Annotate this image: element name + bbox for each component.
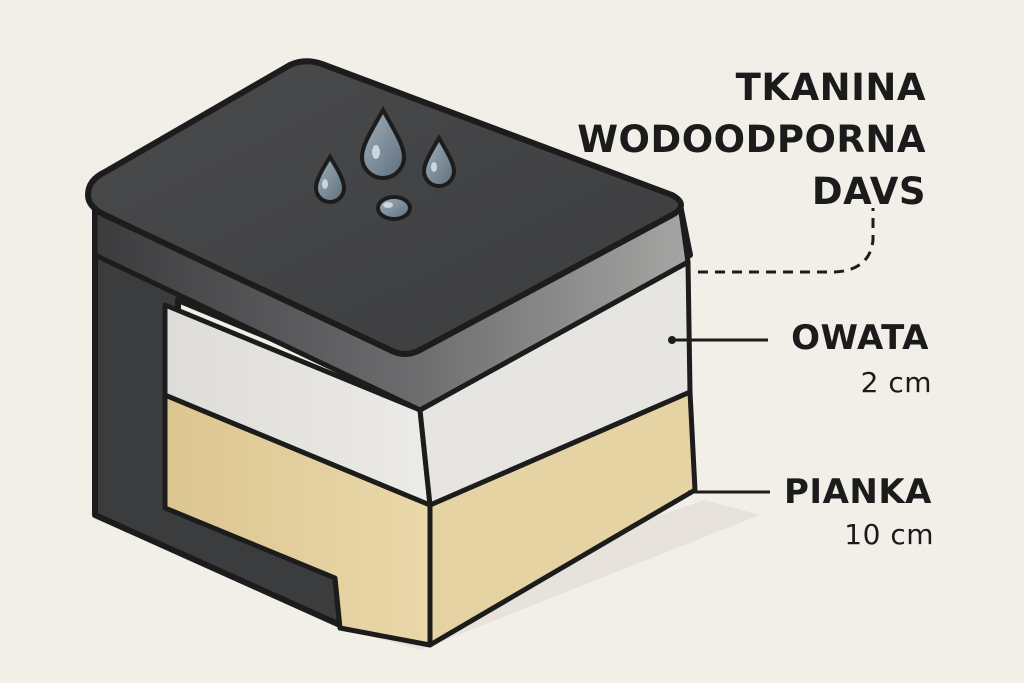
water-droplet-icon <box>359 105 407 180</box>
batting-thickness: 2 cm <box>860 366 932 399</box>
batting-label: OWATA <box>791 318 929 358</box>
leader-line-fabric <box>698 208 875 274</box>
fabric-label: TKANINA WODOODPORNA DAVS <box>577 62 926 218</box>
foam-label: PIANKA <box>784 472 932 512</box>
foam-thickness: 10 cm <box>844 518 934 551</box>
water-droplet-icon <box>376 195 412 221</box>
fabric-label-line-1: TKANINA <box>735 66 926 109</box>
fabric-label-line-3: DAVS <box>811 170 926 213</box>
water-droplet-icon <box>313 153 347 204</box>
fabric-label-line-2: WODOODPORNA <box>577 118 926 161</box>
water-droplet-icon <box>421 133 457 188</box>
